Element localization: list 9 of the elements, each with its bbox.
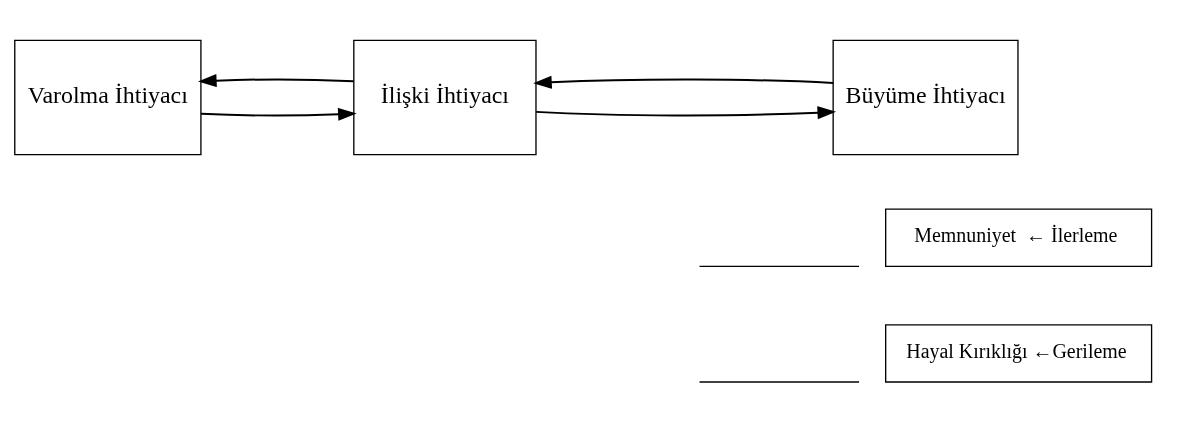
node-box: Varolma İhtiyacı xyxy=(14,39,202,155)
node-box: İlişki İhtiyacı xyxy=(353,39,537,155)
node-box: Büyüme İhtiyacı xyxy=(832,39,1019,155)
arrow xyxy=(533,75,835,89)
arrow xyxy=(200,107,357,121)
arrow xyxy=(535,105,837,119)
arrow xyxy=(198,73,355,87)
legend-label: Hayal Kırıklığı ←Gerileme xyxy=(906,339,1127,362)
legend-label: Memnuniyet ← İlerleme xyxy=(914,223,1118,246)
